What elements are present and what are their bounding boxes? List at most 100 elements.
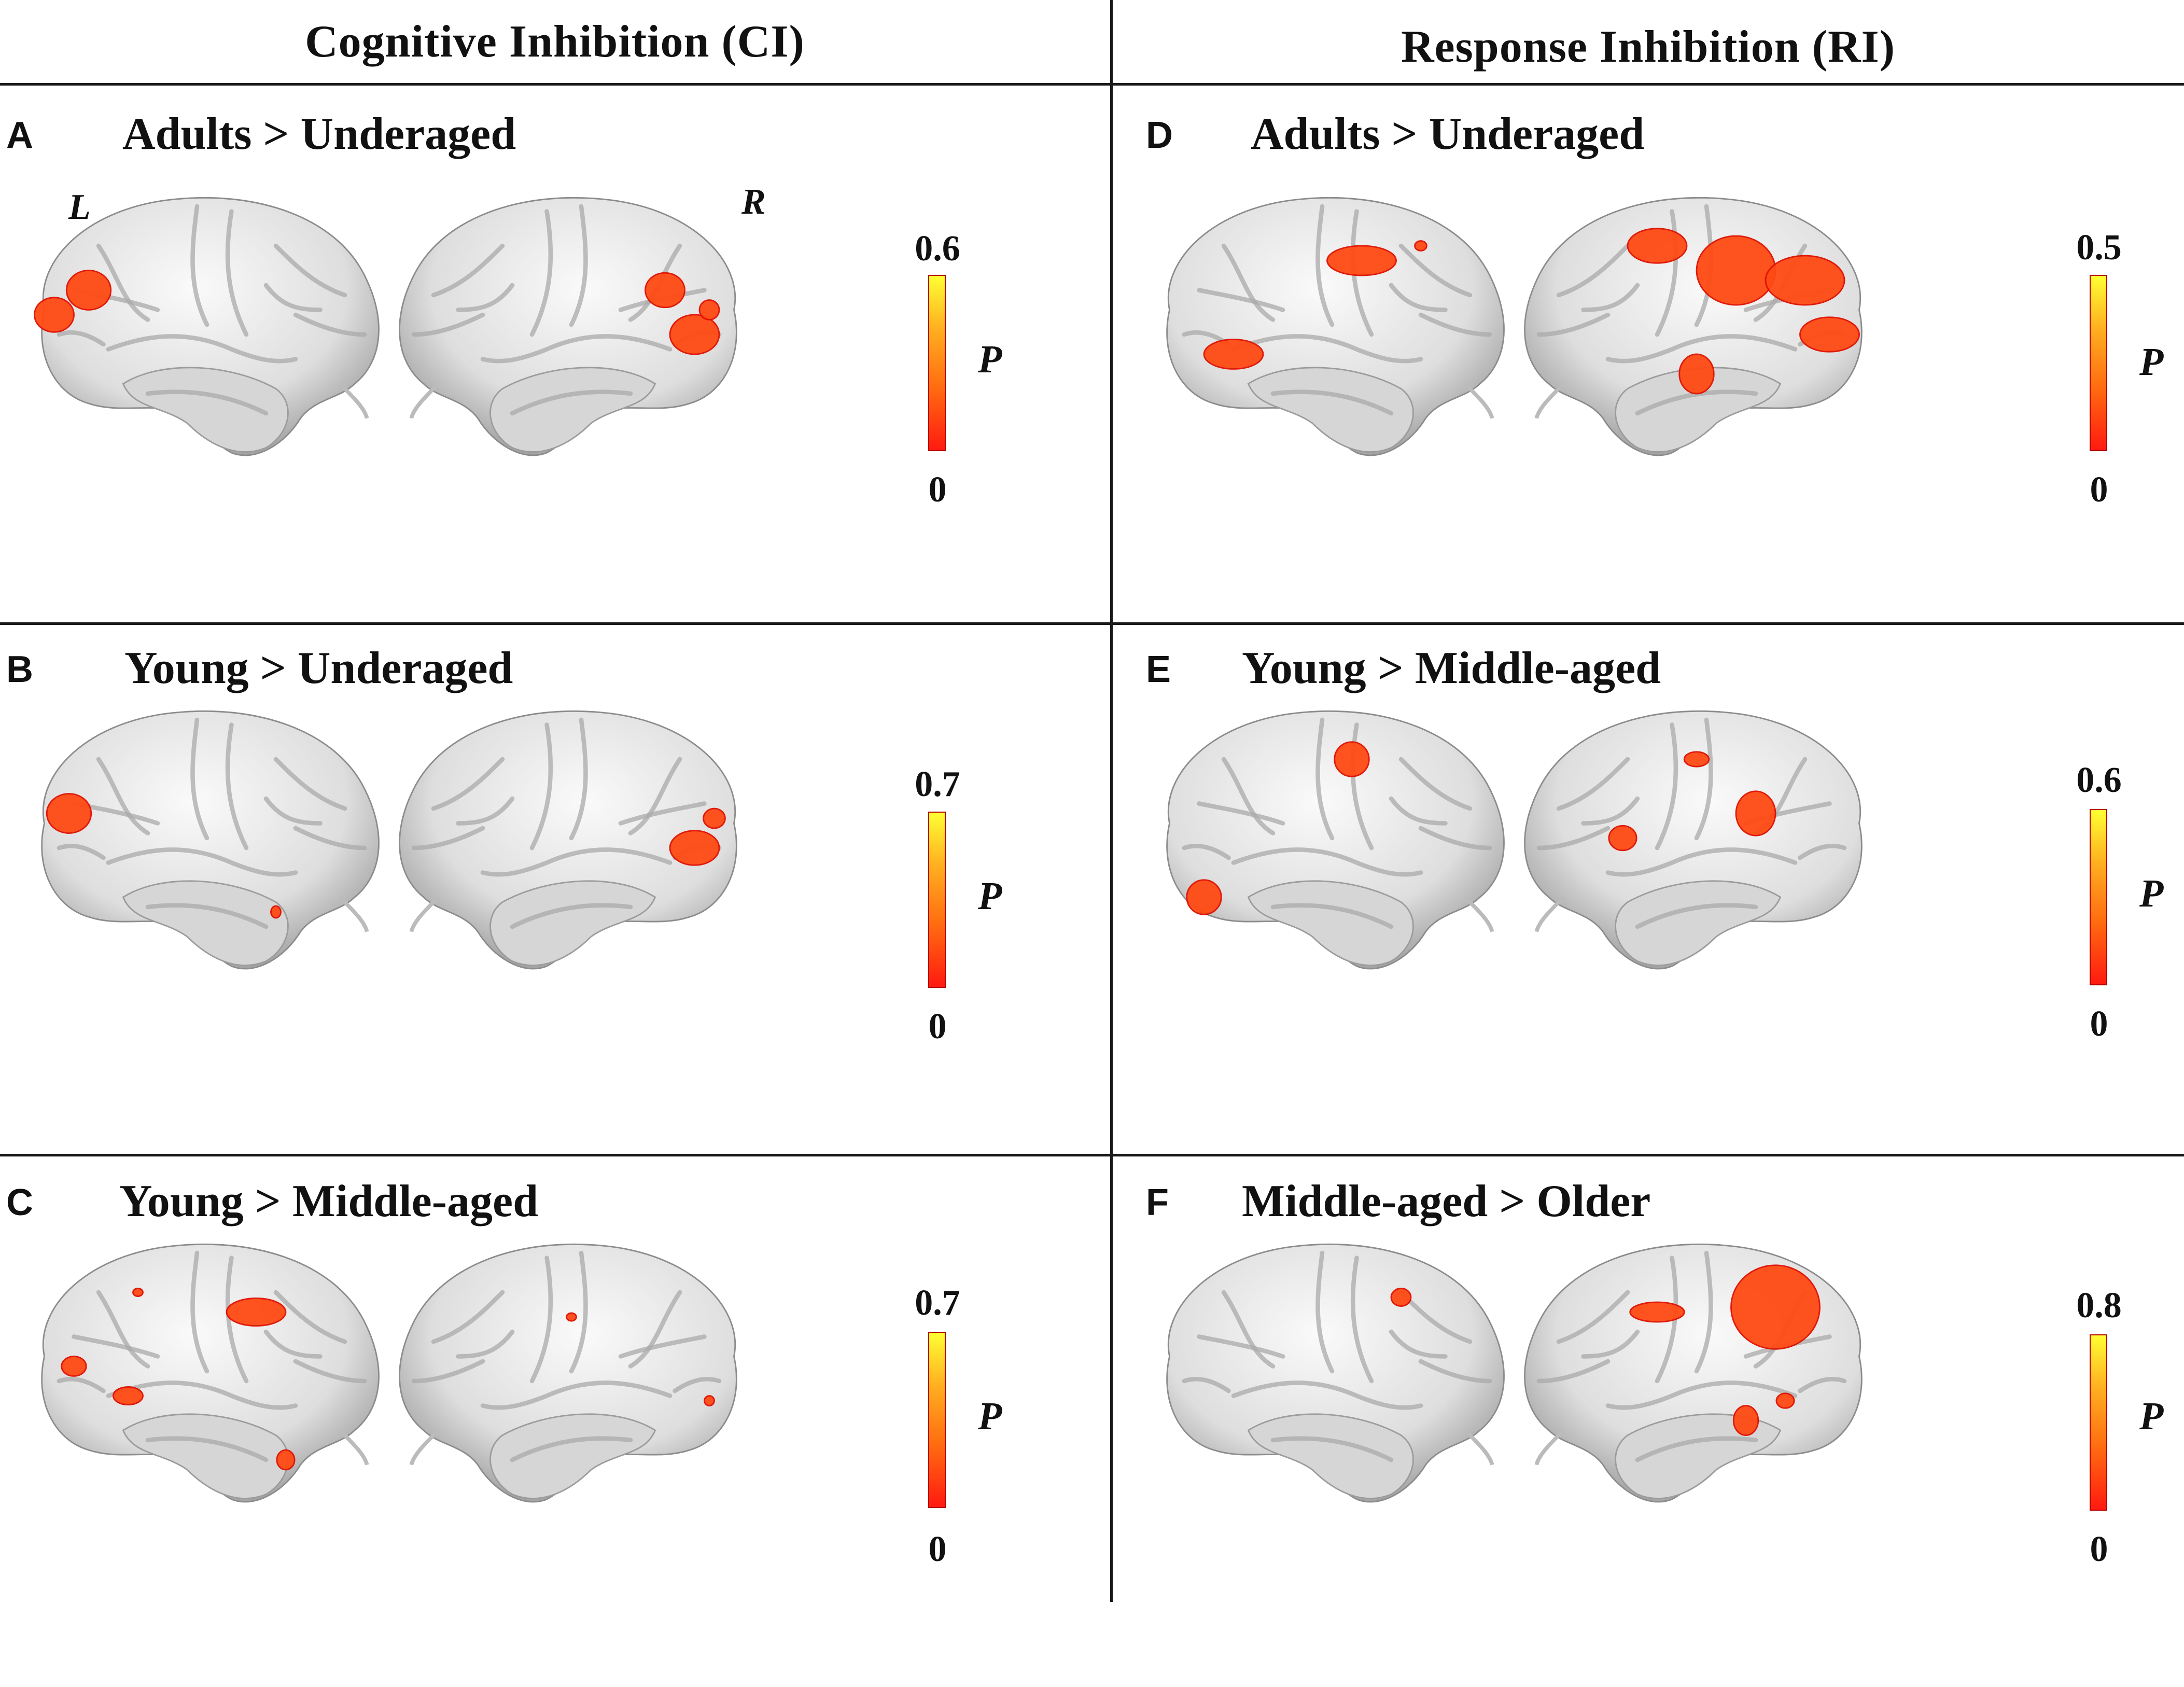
right-hemisphere <box>399 197 737 456</box>
colorbar-min: 0 <box>2090 1529 2108 1569</box>
panel-title: Young > Middle-aged <box>119 1176 539 1226</box>
activation-cluster <box>34 297 75 333</box>
panel-title: Adults > Underaged <box>1251 109 1645 159</box>
brain-surface-pair <box>34 197 737 456</box>
activation-cluster <box>46 793 92 834</box>
column-title-cognitive-inhibition: Cognitive Inhibition (CI) <box>305 17 805 67</box>
brain-surface-pair <box>1166 197 1863 456</box>
activation-cluster <box>1334 741 1370 777</box>
colorbar-gradient <box>2090 275 2107 451</box>
panel-title: Young > Underaged <box>124 643 513 693</box>
activation-cluster <box>1730 1264 1821 1350</box>
row-divider-2 <box>0 1154 2184 1156</box>
activation-cluster <box>1326 245 1397 276</box>
activation-cluster <box>1390 1287 1412 1307</box>
activation-cluster <box>645 272 685 309</box>
left-hemisphere <box>34 197 380 456</box>
left-hemisphere <box>41 1243 380 1503</box>
colorbar-label: P <box>2139 872 2164 915</box>
activation-cluster <box>226 1297 287 1327</box>
panel-title: Young > Middle-aged <box>1242 643 1661 693</box>
panel-letter: B <box>6 649 33 690</box>
colorbar-label: P <box>978 338 1002 381</box>
hemisphere-label-right: R <box>741 182 766 222</box>
panel-letter: A <box>6 115 33 156</box>
column-title-response-inhibition: Response Inhibition (RI) <box>1401 22 1896 72</box>
panel-c: C Young > Middle-aged 0.7 P 0 <box>0 1155 1089 1687</box>
activation-cluster <box>1627 228 1688 264</box>
panel-letter: E <box>1146 649 1171 690</box>
activation-cluster <box>270 905 282 919</box>
hemisphere-label-left: L <box>68 187 91 227</box>
colorbar-max: 0.8 <box>2076 1286 2122 1326</box>
colorbar-gradient <box>928 275 946 451</box>
activation-cluster <box>1696 235 1776 306</box>
left-hemisphere <box>1166 1243 1505 1503</box>
header-divider-right <box>1110 83 2184 86</box>
colorbar-label: P <box>2139 340 2164 384</box>
activation-cluster <box>1608 825 1637 852</box>
brain-surface-pair <box>41 1243 737 1503</box>
panel-title: Adults > Underaged <box>122 109 516 159</box>
colorbar-label: P <box>2139 1395 2164 1438</box>
brain-surface-pair <box>1166 710 1863 970</box>
colorbar-min: 0 <box>2090 470 2108 510</box>
row-divider-1 <box>0 622 2184 625</box>
activation-cluster <box>704 1395 715 1406</box>
right-hemisphere <box>1524 197 1863 456</box>
colorbar-label: P <box>978 1395 1002 1438</box>
brain-surface-pair <box>1166 1243 1863 1503</box>
colorbar-gradient <box>2090 1334 2107 1511</box>
activation-cluster <box>1775 1392 1795 1409</box>
activation-cluster <box>61 1356 87 1377</box>
colorbar-max: 0.5 <box>2076 228 2122 268</box>
colorbar-max: 0.7 <box>915 1283 960 1323</box>
panel-title: Middle-aged > Older <box>1242 1176 1651 1226</box>
activation-cluster <box>1414 240 1427 252</box>
colorbar-max: 0.6 <box>2076 760 2122 800</box>
activation-cluster <box>669 830 720 866</box>
brain-surface-pair <box>41 710 737 970</box>
colorbar-max: 0.6 <box>915 229 960 269</box>
activation-cluster <box>703 807 726 829</box>
right-hemisphere <box>399 1243 737 1503</box>
colorbar-label: P <box>978 874 1002 918</box>
activation-cluster <box>1629 1301 1685 1323</box>
panel-b: B Young > Underaged 0.7 P 0 <box>0 622 1089 1154</box>
activation-cluster <box>1683 751 1710 768</box>
colorbar-max: 0.7 <box>915 764 960 804</box>
activation-cluster <box>566 1312 577 1322</box>
colorbar-min: 0 <box>928 1007 947 1047</box>
panel-a: A Adults > Underaged L R 0.6 P 0 <box>0 88 1089 620</box>
activation-cluster <box>113 1386 144 1406</box>
panel-d: D Adults > Underaged 0.5 P 0 <box>1115 88 2184 620</box>
colorbar-gradient <box>928 1332 946 1508</box>
activation-cluster <box>1203 339 1264 370</box>
panel-letter: F <box>1146 1182 1169 1223</box>
activation-cluster <box>1765 255 1845 306</box>
activation-cluster <box>669 314 720 355</box>
header-divider-left <box>0 83 1110 86</box>
activation-cluster <box>1678 353 1715 395</box>
panel-e: E Young > Middle-aged 0.6 P 0 <box>1115 622 2184 1154</box>
right-hemisphere <box>1524 710 1863 970</box>
activation-cluster <box>276 1449 296 1471</box>
colorbar-min: 0 <box>928 1529 947 1569</box>
panel-letter: D <box>1146 115 1173 156</box>
panel-letter: C <box>6 1182 33 1223</box>
activation-cluster <box>132 1287 144 1298</box>
left-hemisphere <box>41 710 380 970</box>
activation-cluster <box>1186 879 1222 915</box>
right-hemisphere <box>1524 1243 1863 1503</box>
center-divider <box>1110 0 1113 1602</box>
right-hemisphere <box>399 710 737 970</box>
colorbar-gradient <box>928 812 946 988</box>
activation-cluster <box>1799 316 1860 353</box>
activation-cluster <box>65 270 112 311</box>
activation-cluster <box>698 299 720 320</box>
colorbar-min: 0 <box>2090 1004 2108 1044</box>
activation-cluster <box>1735 790 1776 836</box>
activation-cluster <box>1732 1405 1759 1436</box>
colorbar-min: 0 <box>928 470 947 510</box>
left-hemisphere <box>1166 710 1505 970</box>
